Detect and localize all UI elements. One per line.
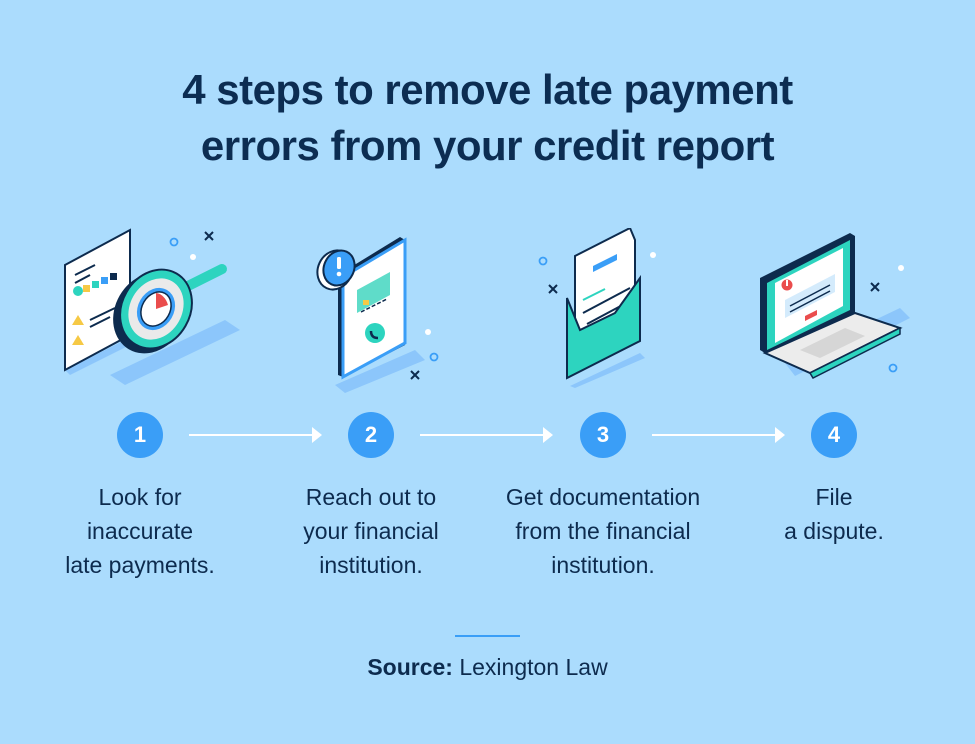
- title-line-1: 4 steps to remove late payment: [182, 66, 793, 113]
- source-value: Lexington Law: [459, 654, 608, 680]
- step-3-badge: 3: [580, 412, 626, 458]
- step-1-badge: 1: [117, 412, 163, 458]
- step-4-badge: 4: [811, 412, 857, 458]
- page-title: 4 steps to remove late payment errors fr…: [0, 62, 975, 174]
- title-line-2: errors from your credit report: [200, 122, 775, 169]
- arrow-right-icon: [420, 427, 553, 443]
- arrow-right-icon: [652, 427, 785, 443]
- source-label: Source:: [367, 654, 453, 680]
- arrow-right-icon: [189, 427, 322, 443]
- envelope-document-icon: [538, 228, 656, 388]
- step-2-badge: 2: [348, 412, 394, 458]
- step-1-description: Look for inaccurate late payments.: [65, 484, 215, 578]
- source-divider: [455, 635, 520, 637]
- source-credit: Source: Lexington Law: [0, 654, 975, 681]
- step-4-description: File a dispute.: [784, 484, 884, 544]
- step-3-description: Get documentation from the financial ins…: [505, 484, 701, 578]
- step-2-description: Reach out to your financial institution.: [303, 484, 439, 578]
- phone-alert-icon: [316, 237, 439, 393]
- laptop-alert-icon: [760, 233, 910, 379]
- magnifier-report-icon: [64, 228, 240, 385]
